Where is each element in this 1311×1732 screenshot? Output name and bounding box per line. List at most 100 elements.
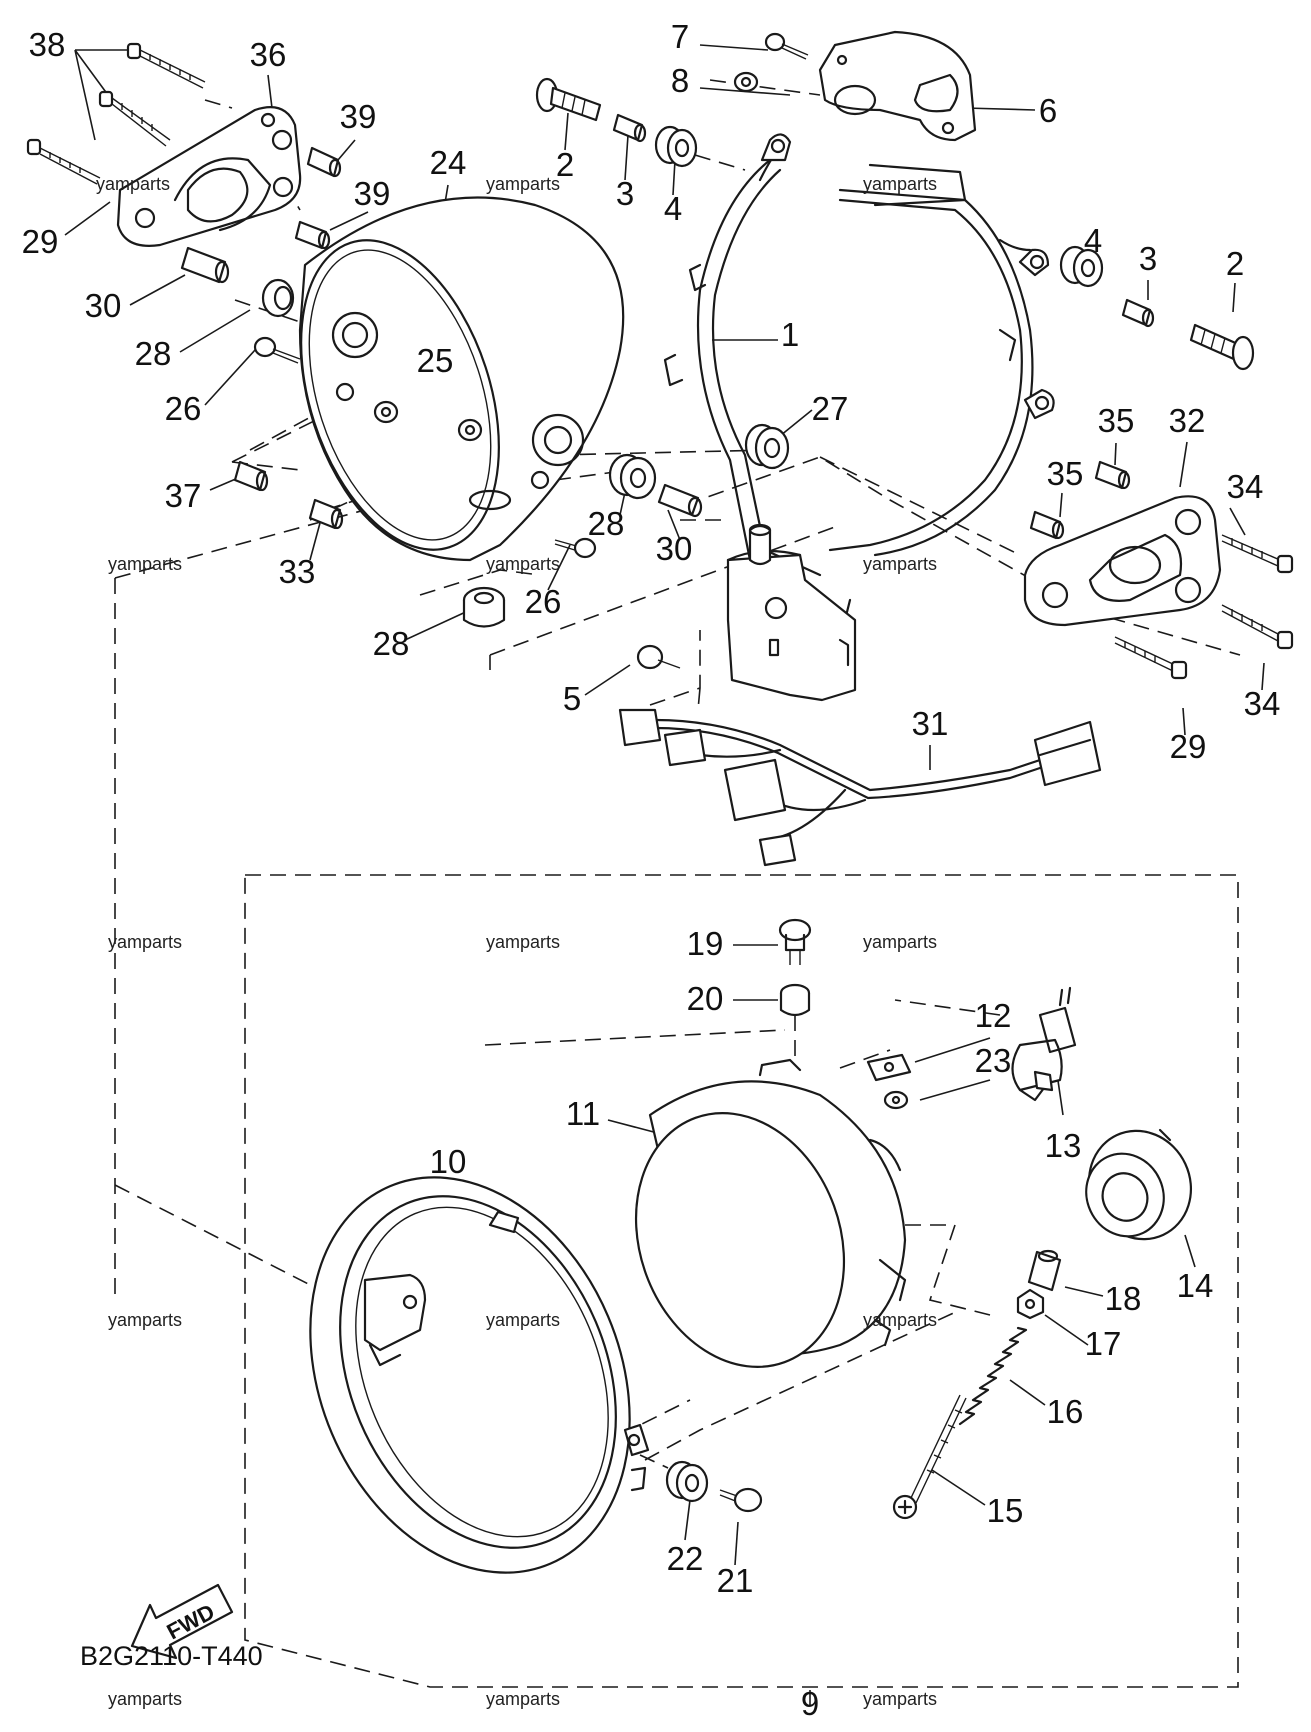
- watermark-layer: yamparts yamparts yamparts yamparts yamparts…: [96, 174, 937, 1709]
- callout-26: 26: [165, 390, 202, 427]
- screw-21: [719, 1487, 763, 1513]
- watermark-text: yamparts: [108, 1310, 182, 1330]
- callout-31: 31: [912, 705, 949, 742]
- grommet-20: [779, 983, 811, 1017]
- spring-16: [958, 1326, 1028, 1426]
- collar-33: [308, 498, 344, 530]
- watermark-text: yamparts: [486, 1689, 560, 1709]
- callout-18: 18: [1105, 1280, 1142, 1317]
- callout-25: 25: [417, 342, 454, 379]
- callout-4: 4: [664, 190, 682, 227]
- nut-plate-12: [866, 1053, 912, 1082]
- callout-15: 15: [987, 1492, 1024, 1529]
- callout-6: 6: [1039, 92, 1057, 129]
- watermark-text: yamparts: [486, 1310, 560, 1330]
- callout-4: 4: [1084, 222, 1102, 259]
- screw-26-right: [554, 537, 597, 559]
- headlight-stay-1: [663, 133, 1055, 702]
- callout-20: 20: [687, 980, 724, 1017]
- callout-34: 34: [1227, 468, 1264, 505]
- grommet-28-left: [261, 278, 295, 318]
- right-bracket-32: [1023, 495, 1222, 627]
- callout-38: 38: [29, 26, 66, 63]
- bolt-29-left: [26, 138, 101, 185]
- collar-35-lower: [1029, 510, 1065, 540]
- callout-39: 39: [340, 98, 377, 135]
- watermark-text: yamparts: [863, 1310, 937, 1330]
- assembly-dashed-lines: [114, 79, 1241, 1705]
- callout-32: 32: [1169, 402, 1206, 439]
- screw-19: [778, 918, 812, 965]
- screw-7: [764, 32, 809, 60]
- bolt-2-right: [1189, 323, 1255, 371]
- collar-18: [1027, 1249, 1062, 1292]
- grommet-4-upper: [654, 125, 698, 168]
- callout-39: 39: [354, 175, 391, 212]
- cover-14: [1085, 1128, 1193, 1241]
- callout-5: 5: [563, 680, 581, 717]
- callout-8: 8: [671, 62, 689, 99]
- screw-26-left: [253, 336, 301, 364]
- callout-21: 21: [717, 1562, 754, 1599]
- callout-9: 9: [801, 1685, 819, 1722]
- left-bracket-36: [116, 106, 302, 247]
- watermark-text: yamparts: [863, 174, 937, 194]
- grommet-27: [744, 423, 790, 470]
- callout-35: 35: [1098, 402, 1135, 439]
- grommet-22: [665, 1460, 709, 1503]
- nut-25a: [373, 400, 399, 424]
- watermark-text: yamparts: [108, 554, 182, 574]
- nut-17: [1016, 1288, 1045, 1320]
- collar-3-upper: [612, 113, 647, 143]
- headlight-unit-11: [634, 1058, 907, 1368]
- callout-34: 34: [1244, 685, 1281, 722]
- nut-8: [733, 71, 759, 93]
- bolt-38-upper: [126, 42, 206, 89]
- callout-10: 10: [430, 1143, 467, 1180]
- callout-36: 36: [250, 36, 287, 73]
- screw-5: [636, 644, 681, 670]
- callout-17: 17: [1085, 1325, 1122, 1362]
- bolt-29-right: [1114, 636, 1188, 680]
- callout-7: 7: [671, 18, 689, 55]
- nut-25b: [457, 418, 483, 442]
- callout-29: 29: [22, 223, 59, 260]
- bracket-6: [818, 30, 977, 142]
- grommet-28-bottom: [462, 586, 506, 628]
- callout-29: 29: [1170, 728, 1207, 765]
- rim-10: [309, 1176, 650, 1574]
- callout-3: 3: [1139, 240, 1157, 277]
- collar-39b: [294, 220, 331, 250]
- callout-23: 23: [975, 1042, 1012, 1079]
- callout-28: 28: [135, 335, 172, 372]
- bolt-2-upper: [535, 77, 602, 122]
- grommet-28-mid: [608, 453, 657, 500]
- callout-2: 2: [556, 146, 574, 183]
- watermark-text: yamparts: [863, 1689, 937, 1709]
- callout-2: 2: [1226, 245, 1244, 282]
- collar-30-mid: [657, 483, 703, 518]
- watermark-text: yamparts: [486, 174, 560, 194]
- callout-28: 28: [373, 625, 410, 662]
- watermark-text: yamparts: [96, 174, 170, 194]
- callout-16: 16: [1047, 1393, 1084, 1430]
- wire-harness-31: [618, 708, 1102, 867]
- screw-15: [892, 1394, 967, 1520]
- callout-11: 11: [566, 1095, 600, 1132]
- collar-3-right: [1121, 298, 1155, 328]
- callout-35: 35: [1047, 455, 1084, 492]
- collar-30-left: [180, 246, 230, 284]
- bulb-13: [1011, 986, 1077, 1102]
- callout-19: 19: [687, 925, 724, 962]
- grommet-4-right: [1059, 245, 1104, 288]
- watermark-text: yamparts: [108, 1689, 182, 1709]
- callout-24: 24: [430, 144, 467, 181]
- watermark-text: yamparts: [486, 554, 560, 574]
- callout-12: 12: [975, 997, 1012, 1034]
- screw-23: [883, 1090, 909, 1110]
- callout-33: 33: [279, 553, 316, 590]
- callout-1: 1: [781, 316, 799, 353]
- callout-30: 30: [85, 287, 122, 324]
